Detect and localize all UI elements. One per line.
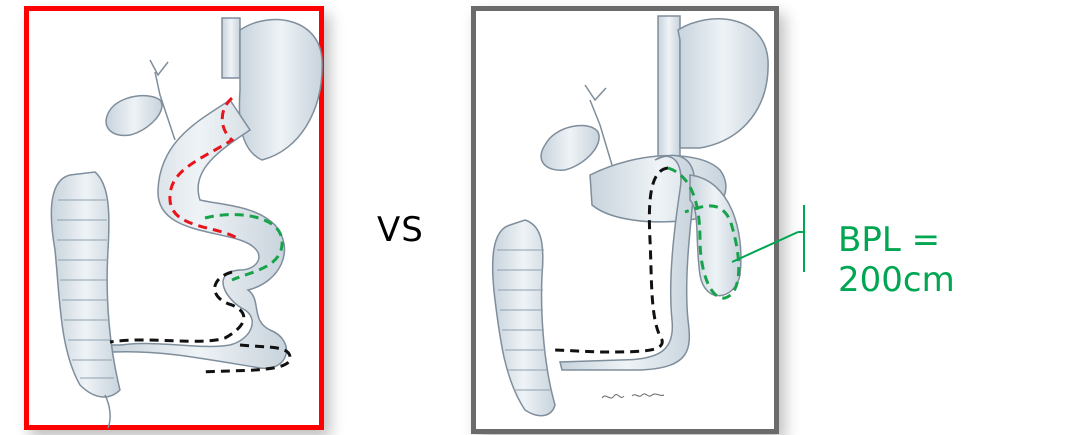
left-gallbladder <box>106 96 162 136</box>
artist-signature <box>602 394 664 398</box>
right-stomach <box>678 19 768 148</box>
bpl-length-label: BPL = 200cm <box>838 220 1066 300</box>
right-biliary-limb <box>690 175 741 296</box>
right-gallbladder <box>541 126 599 171</box>
left-colon-tail <box>105 395 110 428</box>
bpl-annotation-lines <box>732 205 804 272</box>
left-colon <box>51 172 120 397</box>
vs-label: VS <box>377 210 424 250</box>
left-esophagus <box>222 18 240 78</box>
left-stomach <box>239 20 322 160</box>
right-esophagus <box>658 16 680 166</box>
right-colon <box>493 220 555 416</box>
